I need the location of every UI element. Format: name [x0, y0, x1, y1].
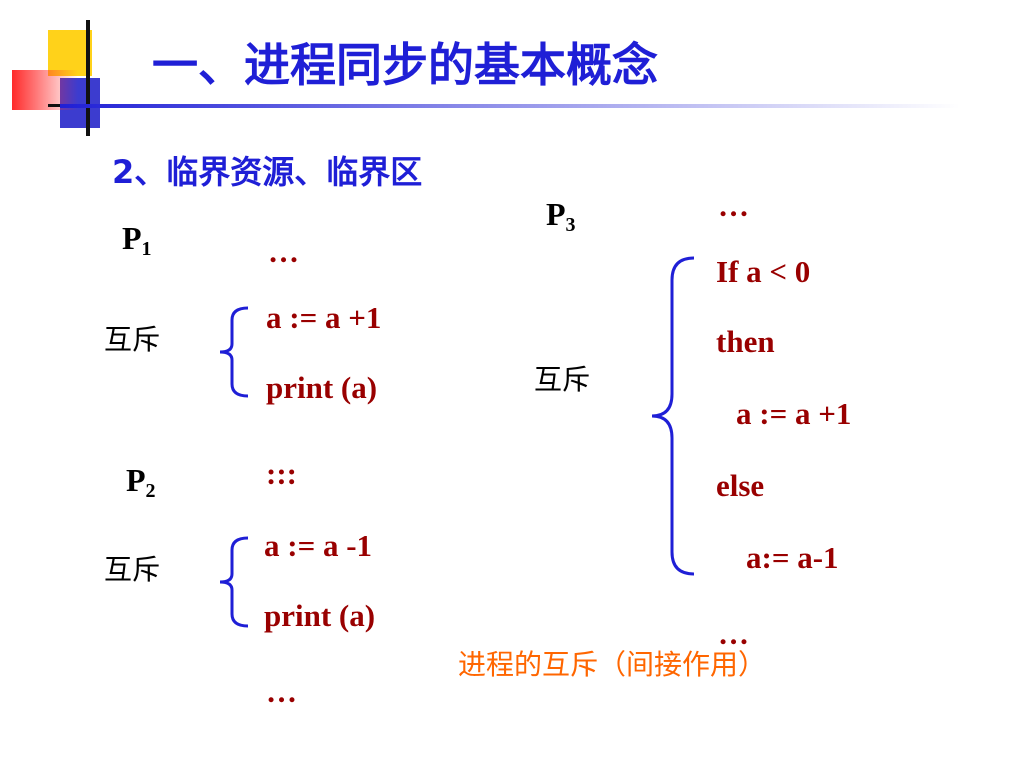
p3-mutex-label: 互斥	[534, 363, 591, 396]
p3-code-line-4: a := a +1	[736, 396, 852, 431]
p2-brace-icon	[219, 536, 249, 628]
p1-code-line-2: a := a +1	[266, 300, 382, 335]
p1-code-line-1: …	[268, 234, 299, 269]
process-label-p1: P1	[122, 220, 152, 260]
mutex-note: 进程的互斥（间接作用）	[458, 648, 767, 681]
process-label-p2: P2	[126, 462, 156, 502]
p3-code-line-1: …	[718, 188, 749, 223]
p1-code-line-4: :::	[266, 456, 297, 491]
p2-code-line-2: print (a)	[264, 598, 376, 633]
p3-code-line-2: If a < 0	[716, 254, 811, 289]
page-subtitle: 2、临界资源、临界区	[112, 153, 423, 191]
p3-code-line-6: a:= a-1	[746, 540, 839, 575]
p3-code-line-3: then	[716, 324, 775, 359]
slide-logo-decoration	[12, 20, 140, 136]
p3-brace-icon	[651, 256, 695, 576]
p3-code-line-7: …	[718, 616, 749, 651]
p2-code-line-1: a := a -1	[264, 528, 373, 563]
p1-code-line-3: print (a)	[266, 370, 378, 405]
title-underline	[60, 104, 960, 108]
p1-brace-icon	[219, 306, 249, 398]
p2-mutex-label: 互斥	[104, 553, 161, 586]
p2-code-line-3: …	[266, 674, 297, 709]
p1-mutex-label: 互斥	[104, 323, 161, 356]
p3-code-line-5: else	[716, 468, 765, 503]
process-label-p3: P3	[546, 196, 576, 236]
page-title: 一、进程同步的基本概念	[152, 38, 658, 92]
